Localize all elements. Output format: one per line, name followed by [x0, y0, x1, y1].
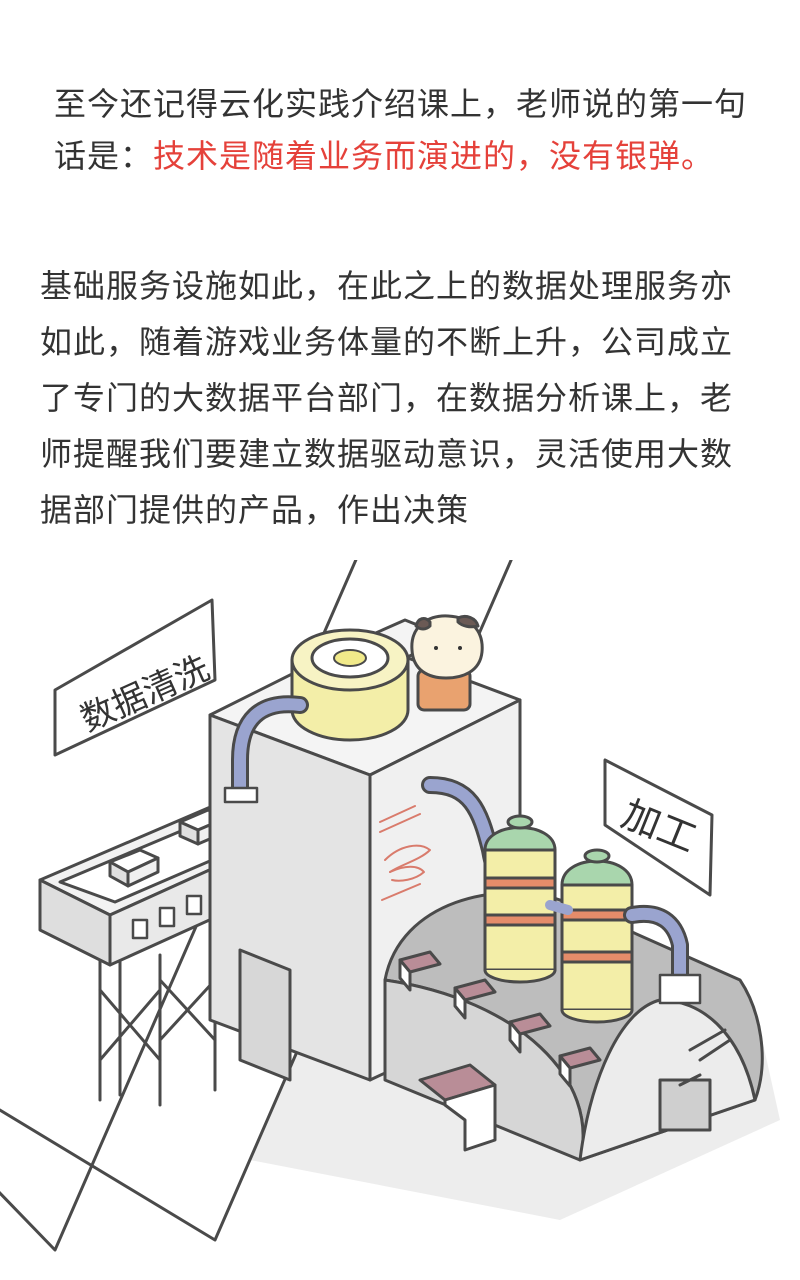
mascot-character — [410, 614, 484, 712]
yellow-mixing-tank — [290, 628, 410, 742]
green-tank-right — [560, 848, 634, 1024]
intro-highlight-text: 技术是随着业务而演进的，没有银弹。 — [153, 137, 715, 175]
factory-illustration: 数据清洗 — [0, 560, 780, 1252]
processing-hangar — [383, 891, 764, 1162]
hangar-vents — [398, 950, 602, 1152]
intro-lead-text: 至今还记得云化实践介绍课上，老师说的第一句话是： — [54, 85, 748, 175]
green-tank-left — [483, 814, 557, 984]
intro-quote: 至今还记得云化实践介绍课上，老师说的第一句话是：技术是随着业务而演进的，没有银弹… — [54, 78, 774, 182]
pipe-tank-link — [545, 900, 573, 915]
company-logo-icon — [379, 805, 431, 901]
body-paragraph: 基础服务设施如此，在此之上的数据处理服务亦如此，随着游戏业务体量的不断上升，公司… — [40, 267, 734, 529]
